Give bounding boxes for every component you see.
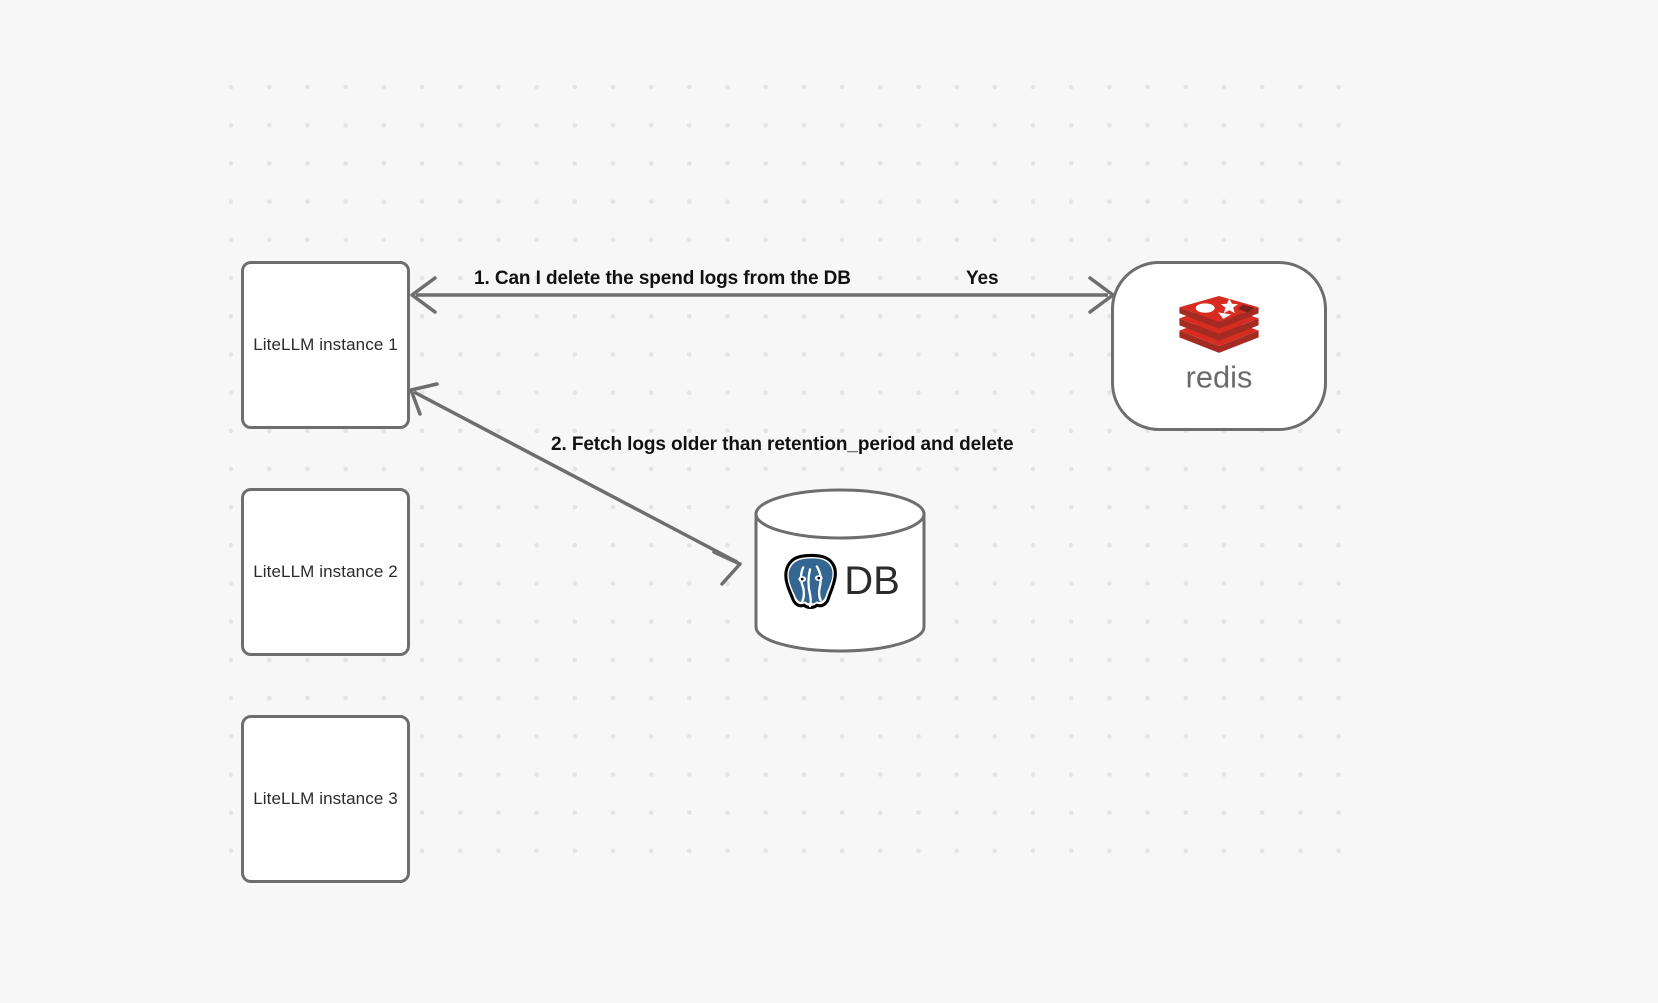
node-litellm-instance-2[interactable]: LiteLLM instance 2 xyxy=(241,488,410,656)
redis-logo-icon xyxy=(1179,296,1259,353)
node-database[interactable]: DB xyxy=(753,488,927,653)
node-label: LiteLLM instance 1 xyxy=(253,335,398,354)
node-litellm-instance-1[interactable]: LiteLLM instance 1 xyxy=(241,261,410,429)
node-redis[interactable]: redis xyxy=(1111,261,1327,431)
edge-litellm1-db xyxy=(409,382,742,586)
svg-text:redis: redis xyxy=(1186,360,1253,395)
edge-label-yes: Yes xyxy=(966,268,999,289)
node-label: LiteLLM instance 3 xyxy=(253,789,398,808)
db-label: DB xyxy=(844,559,900,603)
node-litellm-instance-3[interactable]: LiteLLM instance 3 xyxy=(241,715,410,883)
db-logo-group: DB xyxy=(753,540,927,622)
node-label: LiteLLM instance 2 xyxy=(253,562,398,581)
edge-label-step-2: 2. Fetch logs older than retention_perio… xyxy=(551,434,1014,455)
postgresql-elephant-icon xyxy=(784,553,838,609)
redis-wordmark: redis xyxy=(1186,360,1253,395)
edge-label-step-1: 1. Can I delete the spend logs from the … xyxy=(474,268,851,289)
cylinder-shape-icon xyxy=(754,488,926,653)
